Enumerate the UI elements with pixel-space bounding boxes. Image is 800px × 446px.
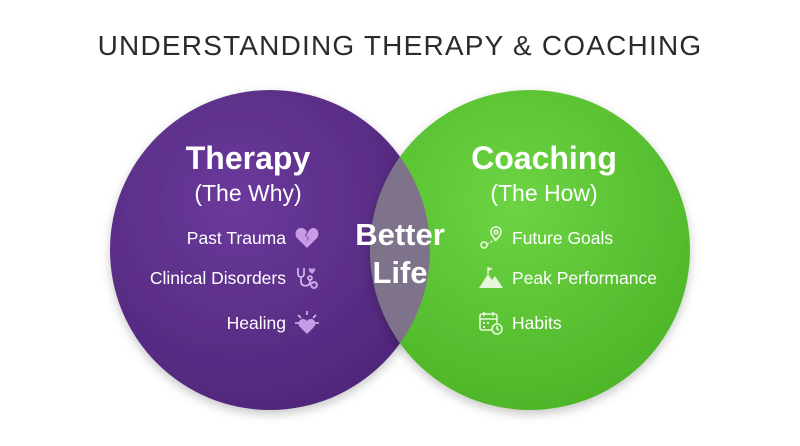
calendar-clock-icon (478, 310, 504, 336)
therapy-item-label: Past Trauma (186, 227, 286, 248)
therapy-circle (110, 90, 430, 410)
broken-heart-icon (294, 225, 320, 251)
route-pin-icon (478, 225, 504, 251)
page-title: UNDERSTANDING THERAPY & COACHING (97, 30, 703, 61)
overlap-label: Better Life (330, 216, 470, 292)
mountain-flag-icon (478, 265, 504, 291)
therapy-item-label: Clinical Disorders (149, 267, 286, 288)
coaching-subtitle: (The How) (490, 180, 598, 206)
therapy-item-clinical-disorders: Clinical Disorders (150, 265, 320, 291)
coaching-circle (370, 90, 690, 410)
therapy-subtitle: (The Why) (194, 180, 302, 206)
coaching-title: Coaching (471, 140, 617, 176)
overlap-line-2: Life (372, 255, 428, 290)
coaching-item-label: Future Goals (512, 227, 614, 248)
stethoscope-icon (294, 265, 320, 291)
therapy-item-label: Healing (226, 312, 286, 333)
healing-heart-icon (294, 310, 320, 336)
therapy-title: Therapy (185, 140, 311, 176)
coaching-item-label: Habits (512, 312, 562, 333)
coaching-item-label: Peak Performance (512, 267, 657, 288)
therapy-item-healing: Healing (227, 310, 320, 336)
coaching-item-future-goals: Future Goals (478, 225, 613, 251)
coaching-item-habits: Habits (478, 310, 562, 336)
therapy-item-past-trauma: Past Trauma (187, 225, 320, 251)
coaching-item-peak-performance: Peak Performance (478, 265, 657, 291)
overlap-line-1: Better (355, 217, 445, 252)
